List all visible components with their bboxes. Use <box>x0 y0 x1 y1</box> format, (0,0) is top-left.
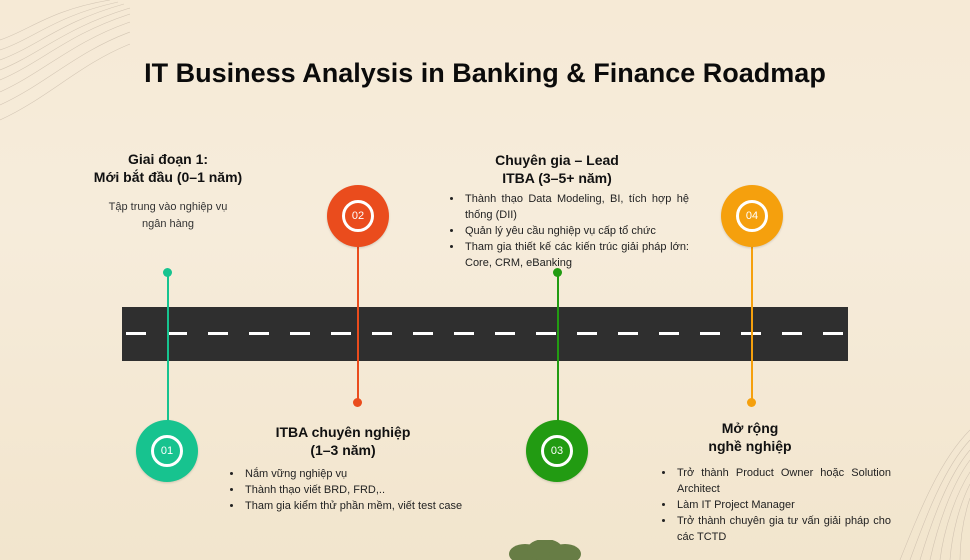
stage-4-heading: Mở rộng nghề nghiệp <box>708 420 792 454</box>
stage-2-bullet: Thành thạo viết BRD, FRD,.. <box>243 482 513 498</box>
stage-4-bullet-list: Trở thành Product Owner hoặc Solution Ar… <box>661 465 891 545</box>
stage-2-bullet-list: Nắm vững nghiệp vụ Thành thạo viết BRD, … <box>229 466 513 514</box>
stage-4-number: 04 <box>745 210 759 222</box>
stage-1-connector <box>167 273 169 423</box>
road-lane-markings <box>122 332 848 335</box>
stage-4-bullet: Trở thành chuyên gia tư vấn giải pháp ch… <box>675 513 891 545</box>
stage-4-connector <box>751 240 753 403</box>
stage-3-connector <box>557 273 559 433</box>
decorative-wave-lines-top-left <box>0 0 130 121</box>
stage-1-heading: Giai đoạn 1: Mới bắt đầu (0–1 năm) <box>93 151 243 185</box>
stage-3-bullet-list: Thành thạo Data Modeling, BI, tích hợp h… <box>449 191 689 271</box>
stage-4-dot <box>747 398 756 407</box>
stage-1-description: Tập trung vào nghiệp vụ ngân hàng <box>108 201 228 230</box>
stage-3-dot <box>553 268 562 277</box>
stage-1-dot <box>163 268 172 277</box>
stage-4-bullet: Làm IT Project Manager <box>675 497 891 513</box>
stage-2-heading: ITBA chuyên nghiệp (1–3 năm) <box>275 424 411 458</box>
stage-3-badge: 03 <box>526 420 588 482</box>
stage-3-heading: Chuyên gia – Lead ITBA (3–5+ năm) <box>495 152 619 186</box>
stage-3-bullet: Thành thạo Data Modeling, BI, tích hợp h… <box>463 191 689 223</box>
stage-4-badge: 04 <box>721 185 783 247</box>
stage-2-connector <box>357 240 359 403</box>
stage-2-bullet: Nắm vững nghiệp vụ <box>243 466 513 482</box>
tree-silhouette <box>509 540 581 560</box>
stage-2-dot <box>353 398 362 407</box>
stage-2-bullet: Tham gia kiểm thử phần mềm, viết test ca… <box>243 498 513 514</box>
stage-4-bullet: Trở thành Product Owner hoặc Solution Ar… <box>675 465 891 497</box>
stage-3-number: 03 <box>550 445 564 457</box>
stage-1-number: 01 <box>160 445 174 457</box>
stage-2-number: 02 <box>351 210 365 222</box>
stage-3-bullet: Quản lý yêu cầu nghiệp vụ cấp tổ chức <box>463 223 689 239</box>
stage-3-bullet: Tham gia thiết kế các kiến trúc giải phá… <box>463 239 689 271</box>
stage-1-badge: 01 <box>136 420 198 482</box>
decorative-wave-lines-bottom-right <box>899 429 970 560</box>
stage-2-badge: 02 <box>327 185 389 247</box>
page-title: IT Business Analysis in Banking & Financ… <box>144 58 826 88</box>
roadmap-road <box>122 307 848 361</box>
